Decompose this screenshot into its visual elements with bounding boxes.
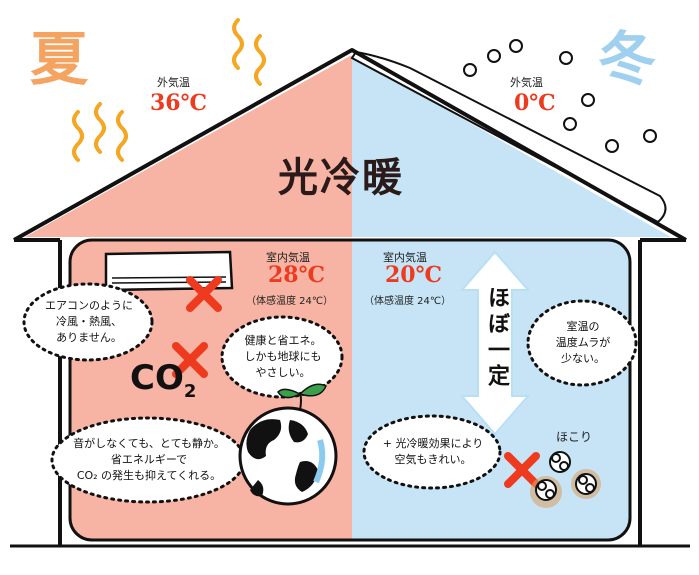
winter-outside-temp: 0℃ <box>514 90 556 116</box>
season-winter: 冬 <box>598 25 657 93</box>
summer-feels-like: （体感温度 24℃） <box>246 296 334 307</box>
page-title: 光冷暖 <box>278 155 404 201</box>
bubble-room-temp-text: 室温の 温度ムラが 少ない。 <box>555 320 611 365</box>
snowflake-dot-icon <box>463 39 657 153</box>
season-summer: 夏 <box>30 25 89 93</box>
bubble-aircon-wind-text: エアコンのように 冷風・熱風、 ありません。 <box>45 299 133 344</box>
bubble-room-temp <box>526 299 638 387</box>
roof-outline <box>13 48 687 242</box>
bubble-clean-air-text: + 光冷暖効果により 空気もきれい。 <box>382 437 484 466</box>
dust-label: ほこり <box>556 430 593 444</box>
summer-inside-label: 室内気温 <box>266 251 310 264</box>
room-outline <box>68 238 632 542</box>
air-conditioner-icon <box>104 250 234 292</box>
earth-icon <box>238 406 338 506</box>
summer-inside-temp: 28℃ <box>268 262 325 288</box>
bubble-aircon-wind <box>22 282 154 362</box>
winter-outside-label: 外気温 <box>510 76 543 89</box>
sprout-icon <box>277 383 327 411</box>
winter-feels-like: （体感温度 24℃） <box>364 296 452 307</box>
summer-outside-temp: 36℃ <box>150 90 207 116</box>
nearly-constant-label: ほぼ一定 <box>484 286 509 390</box>
bubble-eco-text: 健康と省エネ。 しかも地球にも やさしい。 <box>244 334 322 379</box>
heat-wave-icon <box>72 18 266 162</box>
roof-summer-area <box>25 56 352 237</box>
dust-icon <box>530 451 601 508</box>
bubble-quiet-text: 音がしなくても、とても静か。 省エネルギーで CO₂ の発生も抑えてくれる。 <box>73 437 225 482</box>
summer-outside-label: 外気温 <box>157 76 190 89</box>
winter-inside-temp: 20℃ <box>385 262 442 288</box>
double-arrow-icon <box>459 250 531 436</box>
co2-label: CO2 <box>130 358 197 402</box>
bubble-clean-air <box>362 414 502 490</box>
cross-mark-icon <box>172 276 540 488</box>
bubble-eco <box>220 315 344 399</box>
winter-inside-label: 室内気温 <box>383 251 427 264</box>
